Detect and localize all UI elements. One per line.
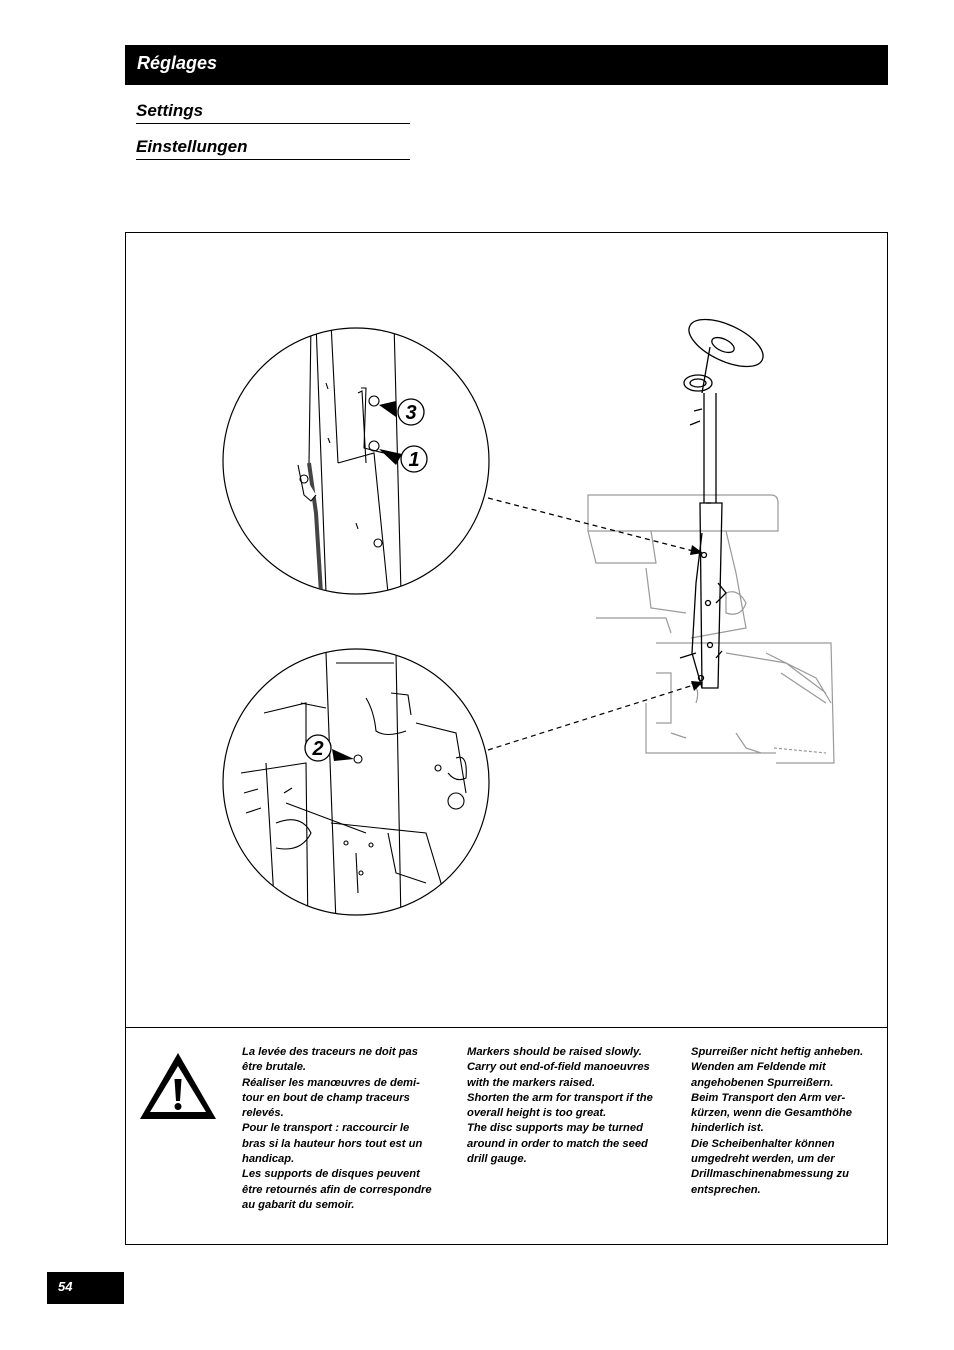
page-number: 54 [58,1279,73,1294]
callout-2: 2 [304,734,354,762]
notes-divider [126,1027,887,1028]
marker-arm [679,318,764,689]
callout-1-label: 1 [408,449,419,471]
notes-column-de: Spurreißer nicht heftig anheben. Wenden … [691,1045,881,1198]
note-en-4: The disc supports may be turned around i… [467,1122,648,1166]
page-number-box: 54 [47,1272,124,1304]
note-fr-1: La levée des traceurs ne doit pas être b… [242,1046,418,1074]
callout-1: 1 [379,445,428,473]
detail-circle-bottom [222,648,490,916]
leader-lines [487,497,702,751]
note-de-1: Spurreißer nicht heftig anheben. [691,1046,864,1058]
notes-column-fr: La levée des traceurs ne doit pas être b… [242,1045,432,1213]
subtitle-einstellungen: Einstellungen [136,137,410,160]
note-de-3: Beim Transport den Arm ver-kürzen, wenn … [691,1091,853,1135]
arrow-head-bottom [691,681,703,691]
note-de-2: Wenden am Feldende mit angehobenen Spurr… [691,1061,834,1089]
note-fr-3: Pour le transport : raccourcir le bras s… [242,1122,423,1166]
callout-3-label: 3 [405,402,416,424]
note-fr-2: Réaliser les manœuvres de demi-tour en b… [242,1076,420,1120]
warning-triangle-icon [140,1053,216,1119]
note-fr-4: Les supports de disques peuvent être ret… [242,1168,432,1211]
note-en-2: Carry out end-of-field manoeuvres with t… [467,1061,650,1089]
callout-3: 3 [379,398,425,426]
marker-arm-illustration: 3 1 2 [222,318,835,916]
note-en-1: Markers should be raised slowly. [467,1046,642,1058]
header-bar: Réglages [125,45,888,85]
seed-drill-outline [587,494,835,764]
page-title: Réglages [137,53,218,73]
content-frame: 3 1 2 La levée des traceurs ne doit pas … [125,232,888,1245]
subtitle-settings: Settings [136,101,410,124]
arrow-head-top [690,545,703,555]
detail-circle-top [222,327,490,595]
callout-2-label: 2 [311,738,323,760]
notes-column-en: Markers should be raised slowly. Carry o… [467,1045,657,1167]
note-en-3: Shorten the arm for transport if the ove… [467,1091,653,1120]
note-de-4: Die Scheibenhalter können umgedreht werd… [691,1137,849,1196]
